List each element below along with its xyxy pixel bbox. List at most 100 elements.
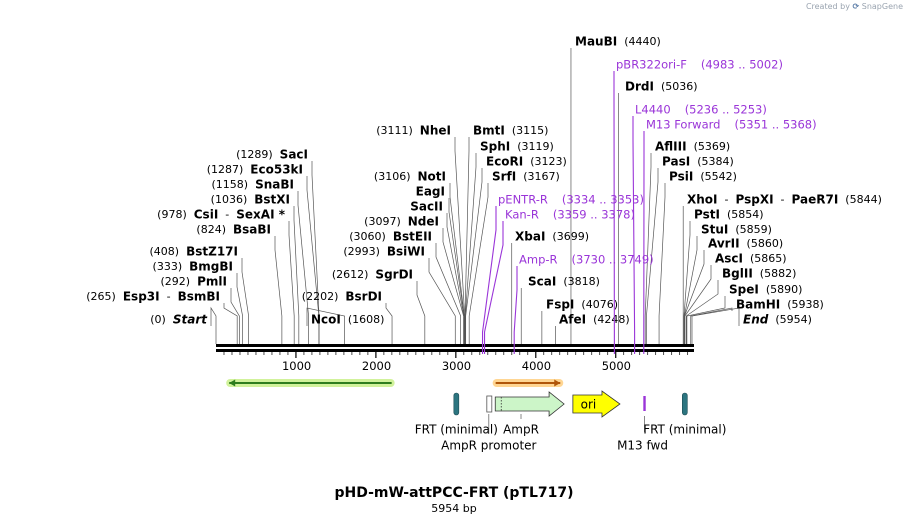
site-name: EagI [416, 185, 445, 199]
site-name: StuI [701, 223, 728, 237]
site-position: (3167) [523, 170, 560, 183]
site-bstz17i: (408)BstZ17I [150, 245, 238, 259]
site-bmti: BmtI(3115) [473, 124, 548, 138]
site-ncoi: NcoI (1608) [311, 313, 384, 327]
site-position: (4248) [593, 313, 630, 326]
site-labels: (0)Start(265)Esp3I-BsmBI(292)PmlI(333)Bm… [86, 35, 882, 327]
site-line-spei [686, 296, 726, 344]
site-line-bsabi [274, 236, 283, 344]
site-line-noti [449, 183, 465, 344]
feature-label: FRT (minimal) [643, 423, 726, 437]
primer-line-kan-r [483, 221, 504, 354]
map-title: pHD-mW-attPCC-FRT (pTL717) [334, 485, 573, 501]
site-noti: (3106)NotI [374, 170, 446, 184]
site-name: PsiI [669, 170, 693, 184]
credit-text: Created by [805, 2, 850, 11]
site-name: SacI [280, 148, 308, 162]
site-line-bsiwi [428, 258, 456, 344]
site-name: NotI [418, 170, 447, 184]
site-position: (0) [150, 313, 166, 326]
backbone [216, 344, 694, 352]
site-line-csii [288, 221, 295, 344]
site-name: PaeR7I [792, 193, 839, 207]
site-bsrdi: (2202)BsrDI [302, 290, 382, 304]
site-position: (5890) [766, 283, 803, 296]
primer-name: M13 Forward [646, 118, 720, 132]
site-name: MauBI [575, 35, 617, 49]
site-pmli: (292)PmlI [161, 275, 227, 289]
green-range-arrowhead-icon [229, 379, 236, 387]
site-line-bamhi [690, 307, 733, 344]
site-name: BstZ17I [186, 245, 238, 259]
site-line-srfi [468, 183, 489, 344]
primer-name: pENTR-R [498, 193, 548, 207]
site-afei: AfeI(4248) [559, 313, 630, 327]
green-range [226, 379, 395, 387]
site-eagi: EagI [416, 185, 445, 199]
site-position: (5859) [735, 223, 772, 236]
site-line-bmgbi [236, 273, 243, 344]
site-name: Esp3I [123, 290, 160, 304]
frt-site-icon [453, 392, 460, 416]
site-csii: (978)CsiI-SexAI * [157, 208, 286, 222]
site-name: BamHI [736, 298, 780, 312]
site-saci: (1289)SacI [236, 148, 308, 162]
site-separator: - [225, 208, 229, 221]
feature-label: FRT (minimal) [415, 423, 498, 437]
site-name: BstEII [393, 230, 432, 244]
site-line-bsrdi [385, 303, 393, 344]
feature-label: ori [581, 398, 597, 412]
site-name: NheI [420, 124, 451, 138]
feature-ori-3: ori [572, 390, 621, 418]
primer-range: (5236 .. 5253) [685, 103, 767, 117]
site-name: DrdI [625, 80, 654, 94]
site-name: SacII [410, 200, 443, 214]
primer-pentr-r: pENTR-R(3334 .. 3353) [498, 193, 644, 207]
site-start: (0)Start [150, 313, 208, 327]
site-ecori: EcoRI(3123) [486, 155, 567, 169]
site-position: (3115) [512, 124, 549, 137]
site-name: SrfI [492, 170, 516, 184]
primer-pbr322ori-f: pBR322ori-F(4983 .. 5002) [616, 58, 783, 72]
site-line-bsteii [435, 243, 461, 344]
site-ndei: (3097)NdeI [364, 215, 439, 229]
strand-bottom [216, 349, 694, 352]
site-name: AscI [715, 252, 743, 266]
site-line-bglii [685, 280, 719, 344]
primer-line-amp-r [513, 266, 518, 354]
site-name: EcoRI [486, 155, 523, 169]
site-separator: - [167, 290, 171, 303]
primer-name: Kan-R [505, 208, 539, 222]
site-name: NcoI [311, 313, 341, 327]
site-position: (5865) [750, 252, 787, 265]
primer-labels: pENTR-R(3334 .. 3353)Kan-R(3359 .. 3378)… [481, 58, 817, 354]
m13-site-icon [643, 396, 646, 411]
primer-range: (5351 .. 5368) [734, 118, 816, 132]
site-position: (5938) [787, 298, 824, 311]
site-name: PasI [662, 155, 690, 169]
site-name: AvrII [708, 237, 740, 251]
site-line-bstxi [293, 206, 300, 344]
promoter-icon [486, 395, 493, 413]
site-bsiwi: (2993)BsiWI [343, 245, 425, 259]
tick-label: 2000 [362, 359, 391, 373]
site-line-psti [683, 221, 691, 344]
primer-name: L4440 [635, 103, 671, 117]
site-line-sgrdi [416, 281, 426, 344]
site-position: (2993) [343, 245, 380, 258]
site-position: (1608) [348, 313, 385, 326]
ori-arrow-icon [572, 390, 621, 418]
orange-range [492, 379, 564, 387]
site-eco53ki: (1287)Eco53kI [207, 163, 303, 177]
site-separator: - [725, 193, 729, 206]
feature-ampr-promoter-1: AmpR promoter [441, 395, 537, 453]
site-line-start [210, 306, 217, 344]
site-line-asci [684, 265, 712, 344]
primer-line-l4440 [632, 116, 636, 354]
site-scai: ScaI(3818) [528, 275, 600, 289]
site-line-bstz17i [241, 258, 249, 344]
site-name: BstXI [254, 193, 290, 207]
